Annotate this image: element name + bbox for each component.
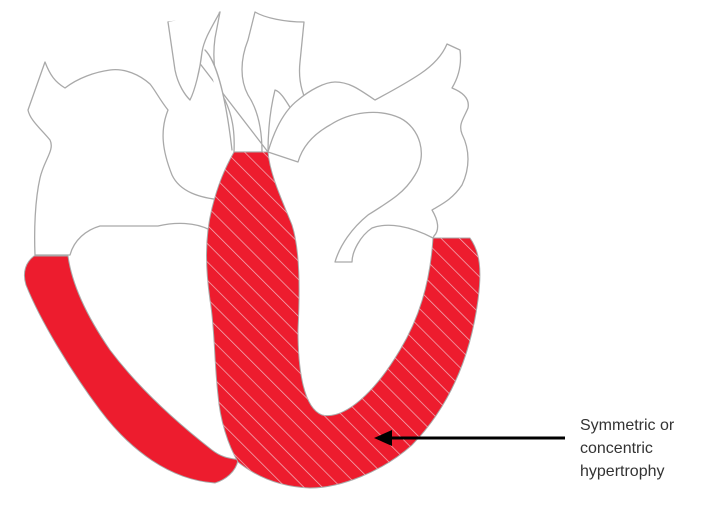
annotation-line-3: hypertrophy: [580, 460, 710, 483]
annotation-line-1: Symmetric or: [580, 414, 710, 437]
right-ventricle-wall: [24, 256, 238, 483]
annotation-label: Symmetric or concentric hypertrophy: [580, 414, 710, 483]
annotation-line-2: concentric: [580, 437, 710, 460]
